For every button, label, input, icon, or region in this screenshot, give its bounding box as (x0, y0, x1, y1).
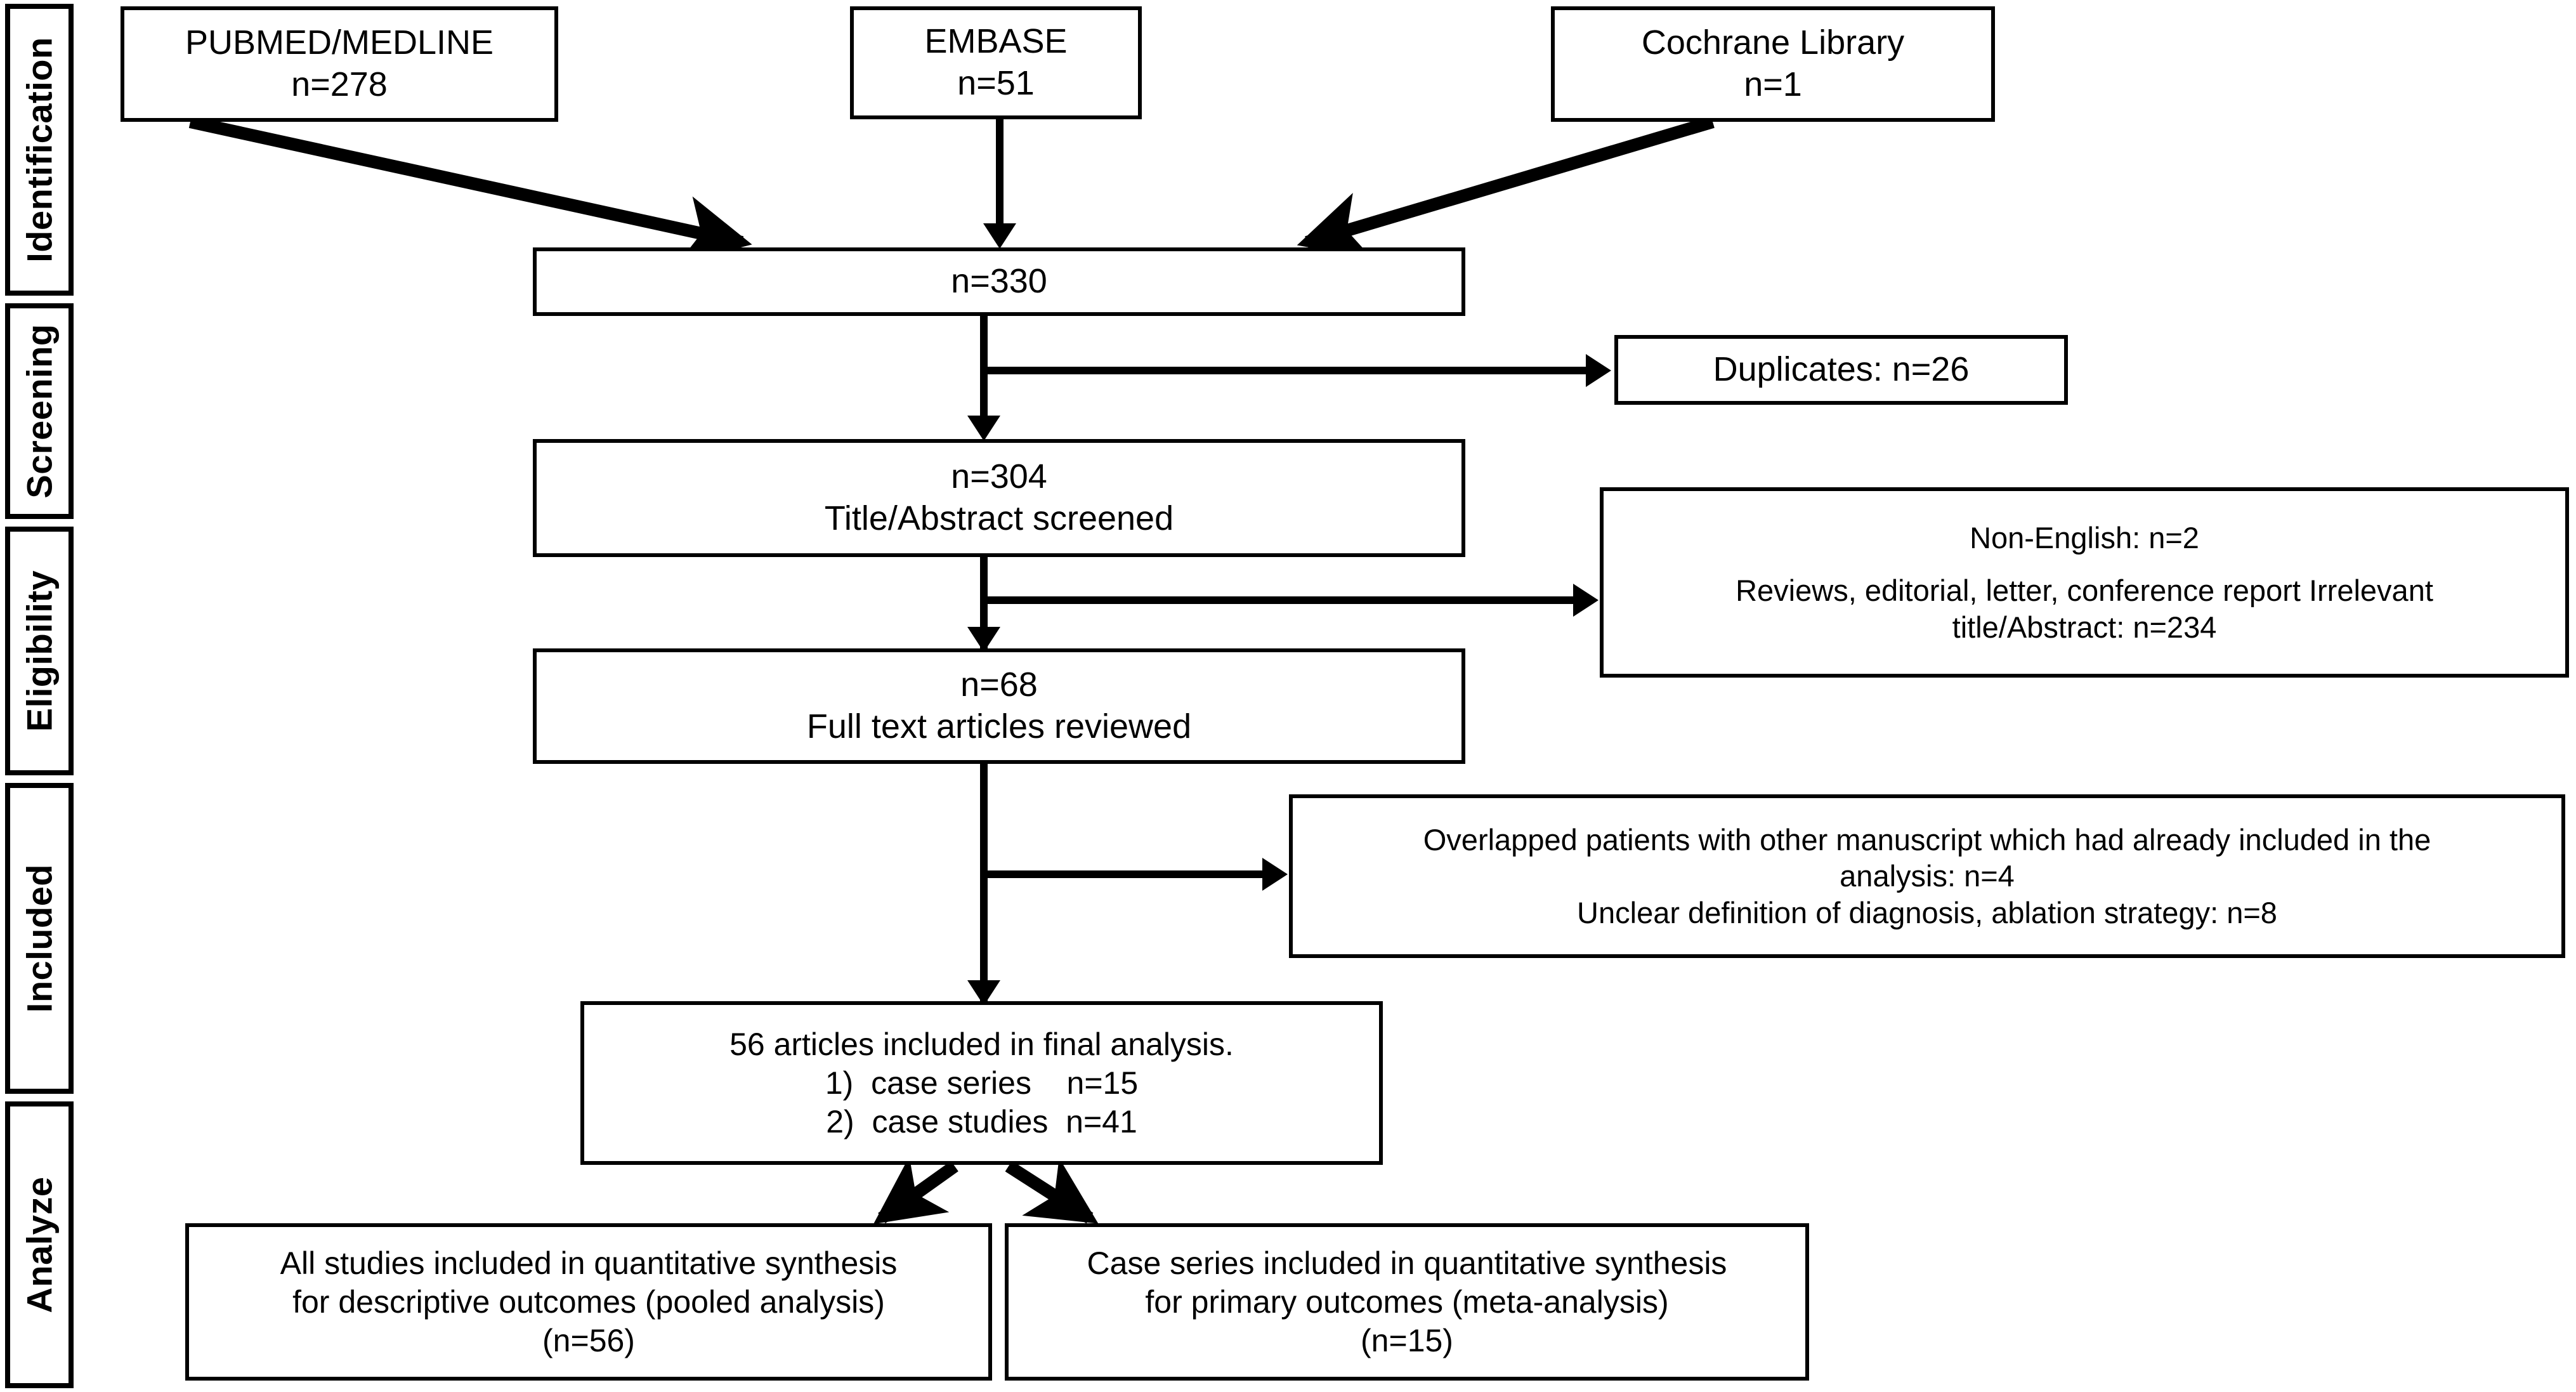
connector-cochrane-to-identified (1297, 115, 1715, 259)
screened-label: Title/Abstract screened (824, 499, 1174, 537)
connector-screened-to-excluded (980, 596, 1576, 604)
screened-count: n=304 (951, 457, 1047, 496)
excluded-screening-line2: Reviews, editorial, letter, conference r… (1736, 574, 2433, 608)
stage-label-identification: Identification (19, 37, 60, 263)
synthesis-caseseries-line3: (n=15) (1361, 1322, 1453, 1358)
node-source-pubmed: PUBMED/MEDLINE n=278 (121, 6, 558, 122)
node-records-identified: n=330 (533, 247, 1465, 316)
included-final-line3: 2) case studies n=41 (826, 1103, 1137, 1139)
synthesis-all-line1: All studies included in quantitative syn… (280, 1245, 898, 1281)
arrowhead-screened-to-fulltext (967, 627, 1000, 652)
stage-label-eligibility: Eligibility (19, 570, 60, 732)
fulltext-count: n=68 (960, 666, 1038, 704)
excluded-screening-line1: Non-English: n=2 (1970, 521, 2199, 555)
stage-eligibility: Eligibility (5, 527, 74, 775)
source-embase-count: n=51 (957, 64, 1035, 102)
connector-identified-to-duplicates (980, 367, 1589, 374)
fulltext-label: Full text articles reviewed (806, 707, 1192, 745)
stage-identification: Identification (5, 4, 74, 296)
node-duplicates: Duplicates: n=26 (1614, 335, 2068, 405)
arrowhead-embase-to-identified (983, 223, 1016, 249)
stage-analyze: Analyze (5, 1101, 74, 1388)
node-synthesis-case-series: Case series included in quantitative syn… (1005, 1223, 1809, 1381)
stage-label-analyze: Analyze (19, 1176, 60, 1313)
node-screened: n=304 Title/Abstract screened (533, 439, 1465, 557)
connector-included-to-synthesis-caseseries (1005, 1157, 1099, 1224)
duplicates-text: Duplicates: n=26 (1713, 350, 1970, 389)
synthesis-all-line3: (n=56) (542, 1322, 635, 1358)
source-pubmed-name: PUBMED/MEDLINE (185, 23, 494, 62)
arrowhead-fulltext-to-excluded (1262, 858, 1288, 891)
included-final-line2: 1) case series n=15 (825, 1065, 1139, 1101)
connector-fulltext-to-included (980, 763, 988, 1008)
stage-label-included: Included (19, 863, 60, 1013)
arrowhead-identified-to-screened (967, 416, 1000, 441)
synthesis-all-line2: for descriptive outcomes (pooled analysi… (292, 1284, 885, 1320)
excluded-eligibility-line3: Unclear definition of diagnosis, ablatio… (1577, 895, 2277, 929)
arrowhead-screened-to-excluded (1573, 584, 1599, 617)
node-source-embase: EMBASE n=51 (850, 6, 1142, 119)
node-excluded-screening: Non-English: n=2 Reviews, editorial, let… (1600, 487, 2569, 678)
connector-embase-to-identified (996, 118, 1004, 226)
arrowhead-identified-to-duplicates (1586, 354, 1611, 387)
source-embase-name: EMBASE (924, 22, 1068, 61)
excluded-screening-line3: title/Abstract: n=234 (1952, 610, 2217, 644)
stage-screening: Screening (5, 303, 74, 519)
node-source-cochrane: Cochrane Library n=1 (1551, 6, 1995, 122)
stage-label-screening: Screening (19, 324, 60, 499)
excluded-eligibility-line2: analysis: n=4 (1840, 859, 2015, 893)
connector-included-to-synthesis-all (873, 1156, 958, 1225)
excluded-eligibility-line1: Overlapped patients with other manuscrip… (1423, 823, 2431, 857)
node-included-final: 56 articles included in final analysis. … (580, 1001, 1383, 1165)
connector-pubmed-to-identified (188, 115, 752, 264)
source-pubmed-count: n=278 (291, 65, 388, 103)
synthesis-caseseries-line2: for primary outcomes (meta-analysis) (1145, 1284, 1669, 1320)
node-excluded-eligibility: Overlapped patients with other manuscrip… (1289, 794, 2565, 958)
records-identified-count: n=330 (951, 262, 1047, 301)
stage-included: Included (5, 783, 74, 1094)
node-fulltext-reviewed: n=68 Full text articles reviewed (533, 648, 1465, 764)
source-cochrane-name: Cochrane Library (1641, 23, 1905, 62)
source-cochrane-count: n=1 (1744, 65, 1802, 103)
connector-fulltext-to-excluded (980, 870, 1265, 878)
node-synthesis-all-studies: All studies included in quantitative syn… (185, 1223, 992, 1381)
synthesis-caseseries-line1: Case series included in quantitative syn… (1087, 1245, 1727, 1281)
included-final-line1: 56 articles included in final analysis. (729, 1026, 1234, 1062)
